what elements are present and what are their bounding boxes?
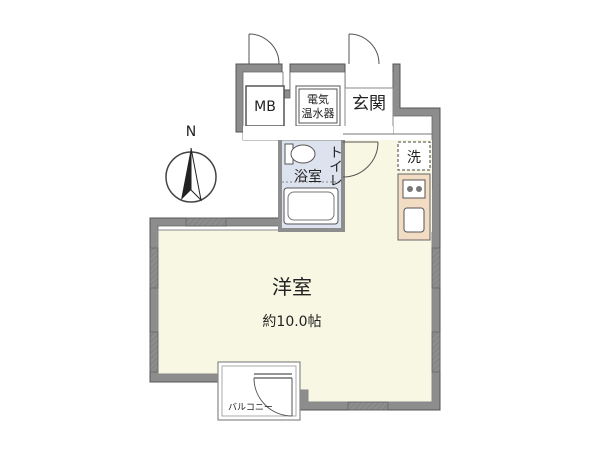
water-heater-box [295, 85, 341, 127]
toilet-door-swing [342, 141, 379, 178]
window-left-upper [149, 247, 159, 289]
sink [403, 207, 425, 233]
burner-1 [407, 186, 413, 192]
balcony-door-swing [253, 377, 293, 417]
mb-door [248, 33, 280, 65]
entrance-door-swing [348, 33, 380, 65]
washer-space [397, 141, 431, 171]
balcony-floor [217, 361, 301, 421]
toilet-door [342, 141, 379, 178]
window-bottom [347, 401, 389, 411]
meter-box-label: MB [254, 99, 276, 115]
entrance-door [348, 33, 380, 65]
water-heater-label-2: 温水器 [302, 107, 335, 120]
western-room-label: 洋室 [272, 275, 312, 299]
burner-2 [416, 186, 422, 192]
window-right-lower [431, 331, 441, 373]
bathroom-label: 浴室 [294, 168, 322, 185]
wet-area-wall-right [341, 140, 345, 232]
window-left-lower [149, 331, 159, 373]
corridor-band [243, 126, 393, 140]
wet-area-wall-left [278, 140, 282, 232]
balcony [217, 361, 301, 421]
window-right-upper [431, 247, 441, 289]
balcony-label: バルコニー [228, 402, 273, 413]
mb-door-swing [248, 33, 280, 65]
western-room-area: 約10.0帖 [262, 314, 321, 330]
wet-area-wall-bottom [278, 228, 345, 232]
washer-label: 洗 [407, 150, 421, 166]
meter-box [245, 85, 285, 127]
toilet-label: トイレ [327, 145, 343, 187]
compass-label: N [186, 124, 196, 140]
stove [402, 179, 426, 199]
toilet-bowl [290, 144, 316, 164]
balcony-rail [221, 365, 297, 417]
bathtub-inner [287, 191, 335, 221]
compass-needle-light [190, 147, 202, 202]
window-top-left [185, 217, 227, 227]
compass-needle-dark [181, 148, 191, 200]
compass: N [165, 124, 217, 203]
entrance-label: 玄関 [352, 94, 386, 114]
toilet-fixture [284, 143, 316, 165]
water-heater-label-1: 電気 [307, 92, 329, 106]
water-heater-inner [298, 88, 338, 124]
